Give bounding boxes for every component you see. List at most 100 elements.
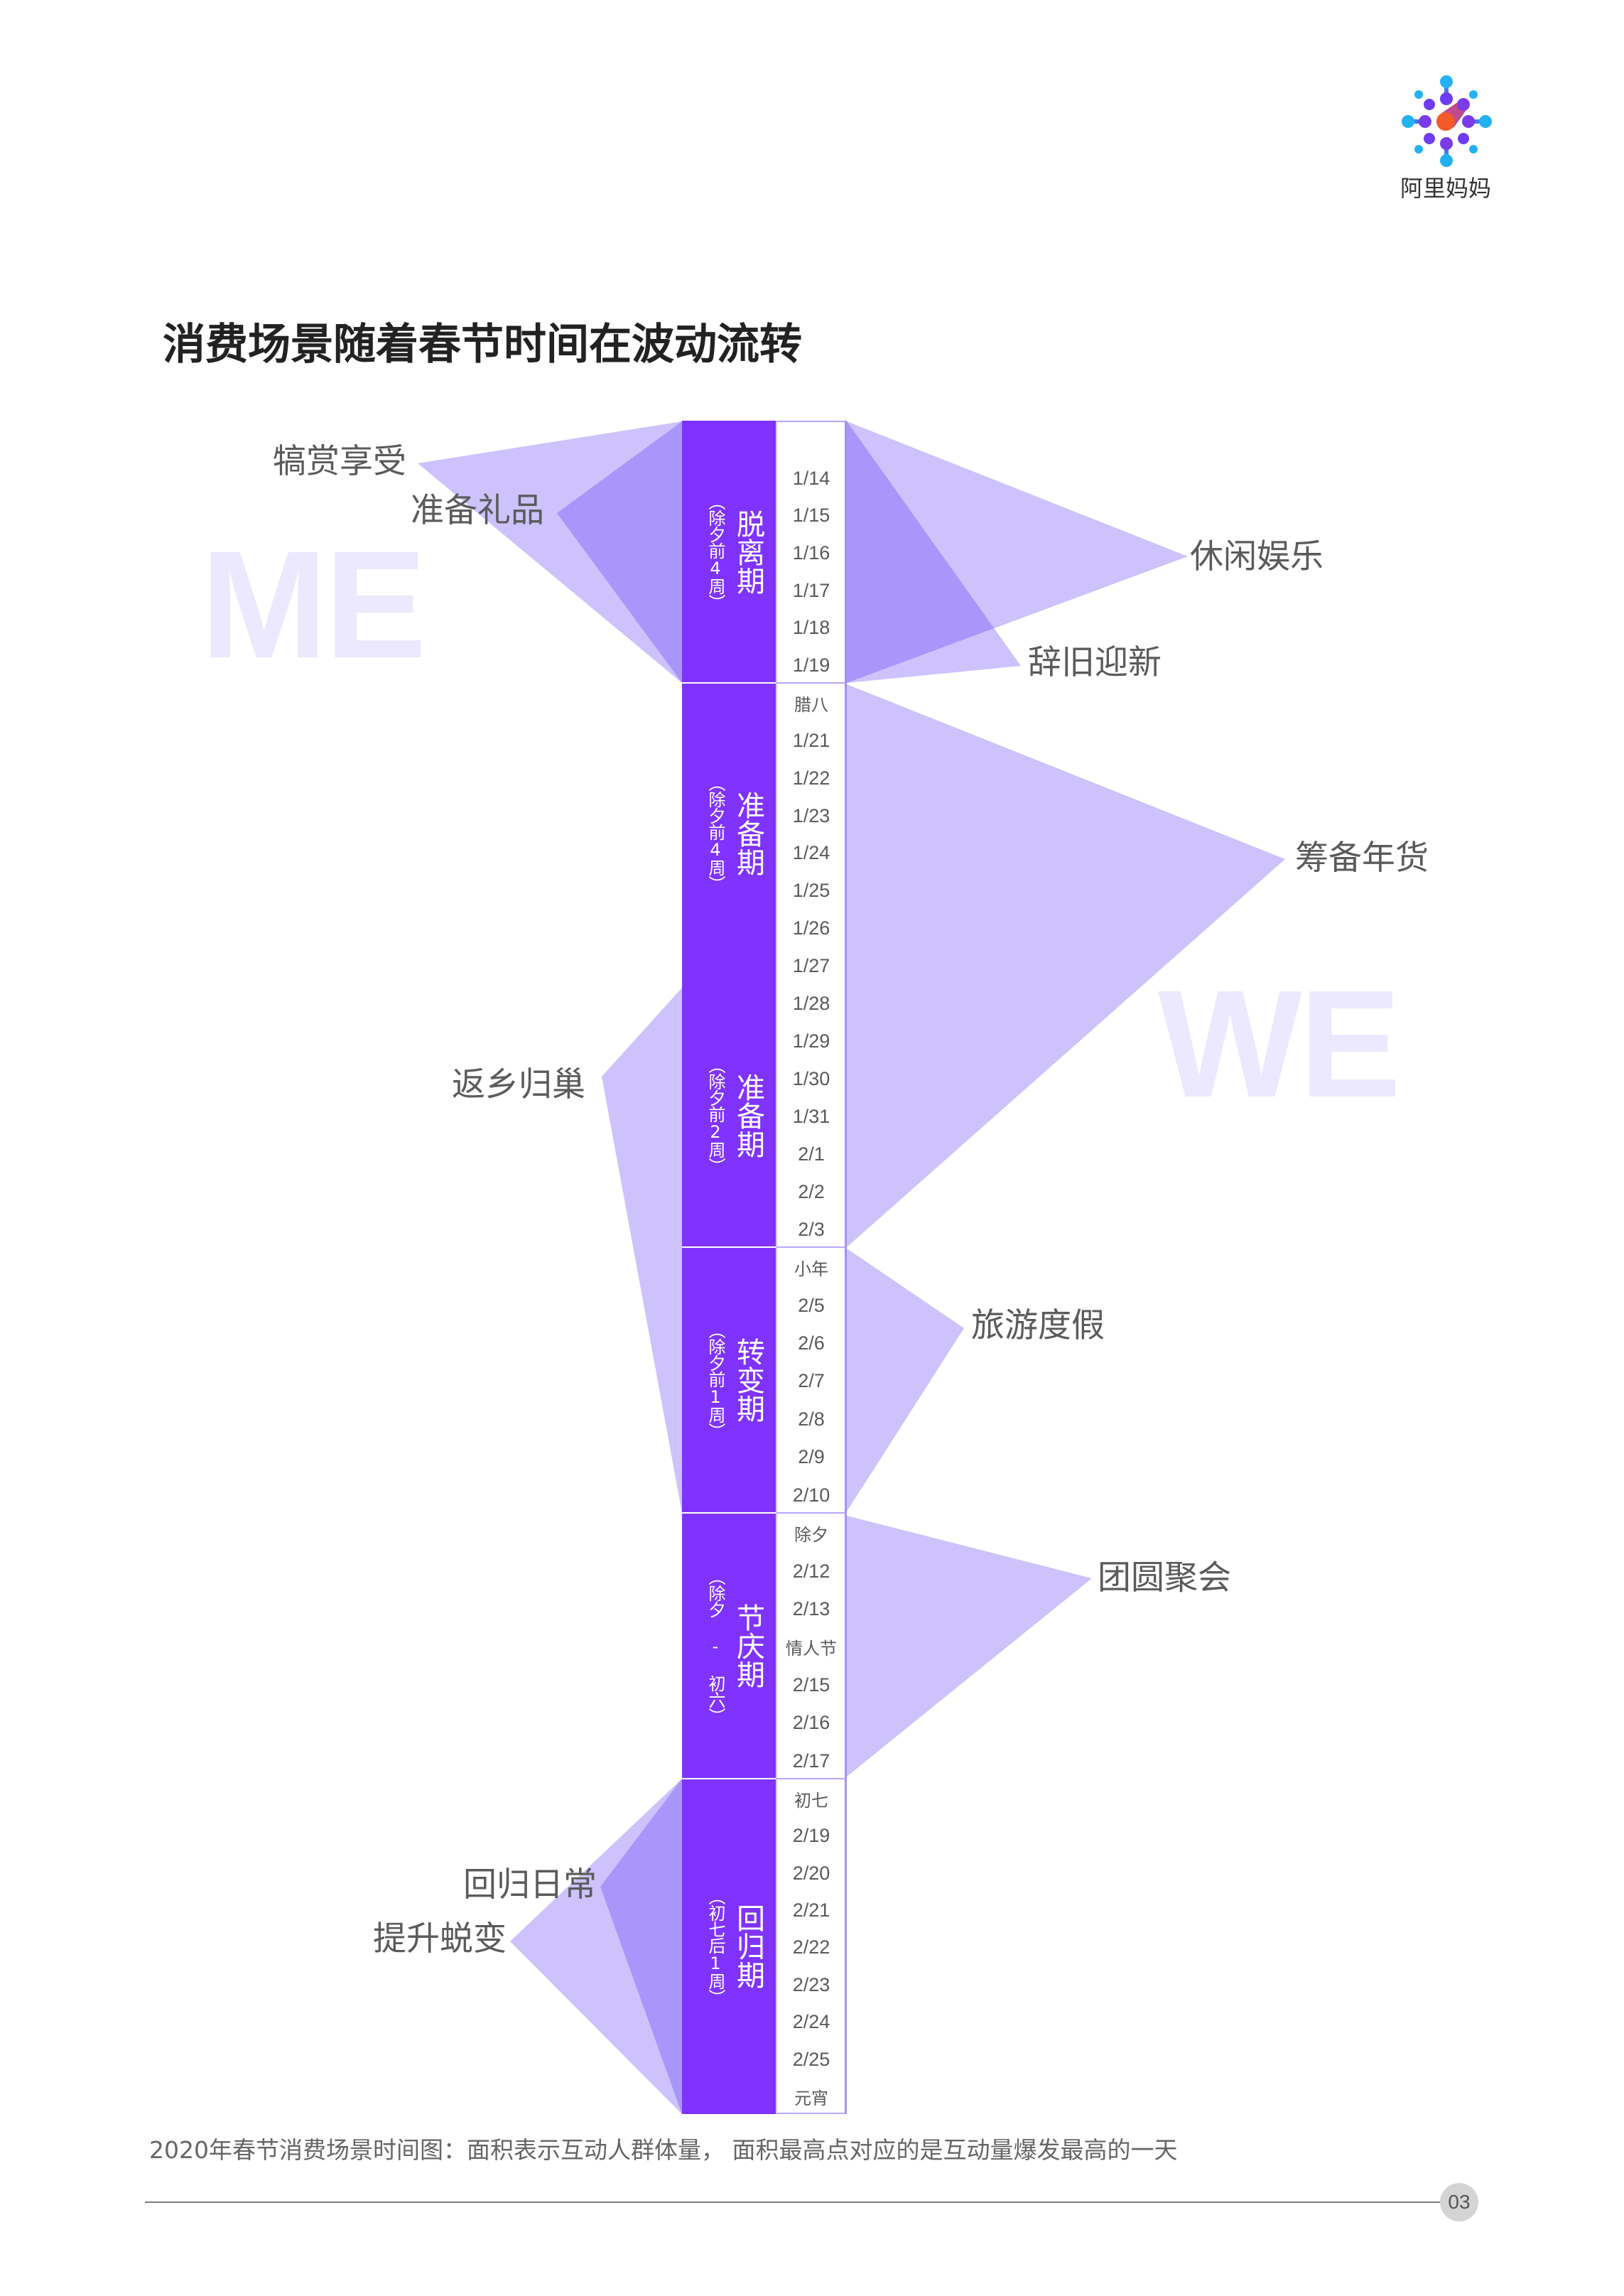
scene-label: 回归日常 — [463, 1865, 597, 1904]
phase-subtitle: （除夕前4周） — [705, 775, 725, 892]
phase-subtitle: （除夕前1周） — [705, 1321, 725, 1439]
phase-label: （初七后1周） 回归期 — [682, 1779, 776, 2114]
date-cell: 1/25 — [792, 880, 830, 902]
scene-area — [847, 1249, 964, 1511]
date-cell: 1/17 — [792, 579, 830, 601]
date-cell: 2/7 — [798, 1370, 825, 1392]
date-cell: 1/23 — [792, 804, 830, 826]
date-cell: 1/28 — [792, 993, 830, 1014]
date-cell: 2/9 — [798, 1446, 825, 1468]
phase-name: 回归期 — [732, 1904, 764, 1989]
date-cell: 2/22 — [792, 1936, 830, 1958]
phase-separator — [682, 1512, 776, 1514]
date-cell: 腊八 — [794, 694, 828, 715]
scene-area — [602, 988, 682, 1513]
scene-label: 犒赏享受 — [273, 442, 406, 481]
date-cell: 2/6 — [798, 1332, 825, 1354]
alimama-logo-icon — [1402, 75, 1492, 167]
phase-separator — [682, 682, 776, 684]
date-cell: 1/22 — [792, 767, 830, 789]
date-cell — [777, 421, 845, 458]
date-cell: 1/29 — [792, 1030, 830, 1052]
date-cell: 2/25 — [792, 2048, 830, 2070]
page-number: 03 — [1448, 2191, 1471, 2213]
date-cell: 2/13 — [792, 1598, 830, 1620]
date-cell: 2/1 — [798, 1143, 825, 1165]
scene-area — [600, 1779, 682, 2114]
phase-column — [682, 421, 776, 2114]
footer-divider — [145, 2201, 1441, 2203]
date-cell: 2/23 — [792, 1973, 830, 1995]
scene-area — [847, 421, 1188, 683]
page-title: 消费场景随着春节时间在波动流转 — [163, 320, 802, 370]
date-cell: 2/24 — [792, 2011, 830, 2033]
date-cell: 2/15 — [792, 1674, 830, 1696]
date-separator — [776, 1778, 845, 1779]
scene-label: 辞旧迎新 — [1028, 643, 1162, 682]
date-cell: 2/10 — [792, 1484, 830, 1506]
date-separator — [776, 1246, 845, 1248]
phase-subtitle: （初七后1周） — [705, 1887, 725, 2005]
date-cell: 1/19 — [792, 654, 830, 677]
date-cell: 1/18 — [792, 617, 830, 639]
date-cell: 2/2 — [798, 1181, 825, 1202]
watermark-we: WE — [1158, 958, 1401, 1129]
date-cell: 1/16 — [792, 541, 830, 564]
watermark-me: ME — [200, 519, 426, 690]
date-cell: 2/20 — [792, 1862, 830, 1884]
chart-caption: 2020年春节消费场景时间图：面积表示互动人群体量， 面积最高点对应的是互动量爆… — [149, 2136, 1178, 2164]
date-cell: 1/15 — [792, 505, 830, 527]
date-cell: 1/24 — [792, 842, 830, 864]
phase-label: （除夕前4周） 准备期 — [682, 683, 776, 983]
date-cell: 除夕 — [794, 1525, 828, 1546]
date-cell: 2/19 — [792, 1825, 830, 1847]
scene-area — [557, 421, 682, 683]
phase-subtitle: （除夕前2周） — [705, 1057, 725, 1174]
phase-label: （除夕前1周） 转变期 — [682, 1247, 776, 1513]
scene-label: 旅游度假 — [971, 1306, 1105, 1345]
phase-name: 准备期 — [732, 790, 764, 876]
scene-area — [847, 421, 1021, 683]
phase-separator — [682, 1778, 776, 1779]
date-cell: 小年 — [794, 1259, 828, 1280]
date-separator — [776, 682, 845, 684]
phase-label: （除夕前4周） 脱离期 — [682, 421, 776, 683]
date-cell: 情人节 — [786, 1639, 837, 1659]
phase-subtitle: （除夕前4周） — [705, 493, 725, 610]
date-cell: 1/30 — [792, 1068, 830, 1089]
phase-label: （除夕 - 初六）节庆期 — [682, 1513, 776, 1779]
date-cell: 2/3 — [798, 1219, 825, 1240]
date-cell: 1/27 — [792, 955, 830, 977]
date-cell: 1/21 — [792, 729, 830, 751]
date-cell: 2/16 — [792, 1712, 830, 1734]
date-cell: 1/31 — [792, 1106, 830, 1127]
scene-label: 准备礼品 — [411, 491, 544, 530]
date-cell: 1/14 — [792, 467, 830, 489]
date-cell: 2/21 — [792, 1899, 830, 1922]
scene-area — [847, 1516, 1092, 1777]
date-cell: 2/5 — [798, 1294, 825, 1316]
scene-area — [847, 684, 1285, 1247]
date-cell: 元宵 — [794, 2089, 828, 2109]
scene-label: 休闲娱乐 — [1190, 537, 1323, 576]
phase-name: 节庆期 — [732, 1603, 764, 1688]
date-cell: 1/26 — [792, 917, 830, 939]
date-cell: 2/12 — [792, 1560, 830, 1582]
phase-label: （除夕前2周） 准备期 — [682, 983, 776, 1247]
phase-name: 准备期 — [732, 1072, 764, 1158]
scene-label: 筹备年货 — [1295, 839, 1429, 878]
date-column — [776, 421, 847, 2114]
page-number-badge: 03 — [1440, 2183, 1478, 2221]
scene-label: 提升蜕变 — [373, 1919, 507, 1958]
date-cell: 初七 — [794, 1790, 828, 1811]
scene-label: 团圆聚会 — [1098, 1558, 1231, 1597]
date-cell: 2/8 — [798, 1408, 825, 1430]
scene-area — [418, 421, 682, 683]
phase-name: 脱离期 — [732, 509, 764, 595]
phase-separator — [682, 1246, 776, 1248]
logo-text: 阿里妈妈 — [1400, 175, 1491, 202]
date-separator — [776, 1512, 845, 1514]
phase-name: 转变期 — [732, 1337, 764, 1423]
